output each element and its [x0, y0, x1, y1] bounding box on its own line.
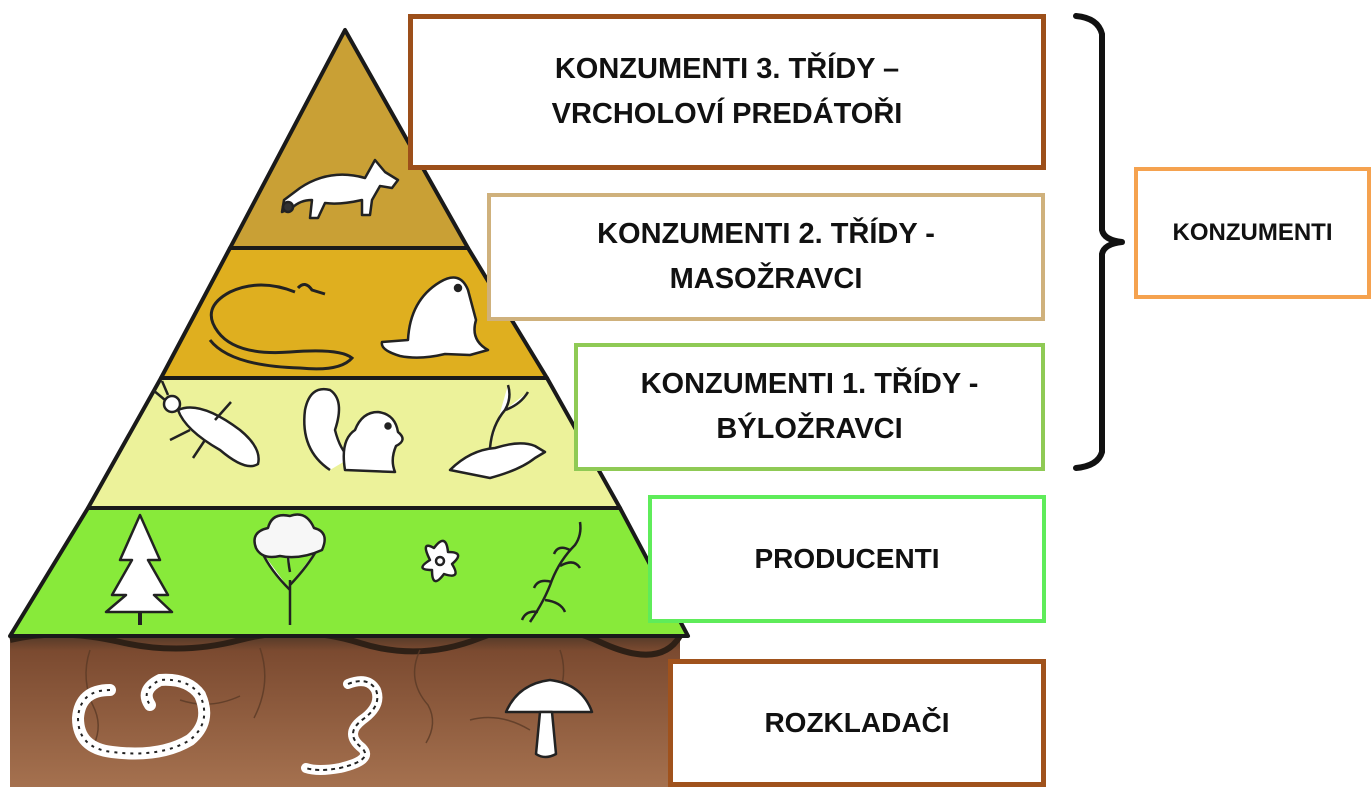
- label-consumers-group: KONZUMENTI: [1134, 167, 1371, 299]
- label-tertiary-line2: VRCHOLOVÍ PREDÁTOŘI: [551, 98, 903, 130]
- earthworm-icon: [301, 676, 383, 775]
- label-producers: PRODUCENTI: [648, 495, 1046, 623]
- pyramid-level-producers: [8, 506, 690, 638]
- label-primary-line1: KONZUMENTI 1. TŘÍDY -: [640, 368, 979, 401]
- label-tertiary-line1: KONZUMENTI 3. TŘÍDY –: [554, 53, 900, 86]
- fox-icon: [280, 158, 400, 220]
- label-secondary-consumers: KONZUMENTI 2. TŘÍDY - MASOŽRAVCI: [487, 193, 1045, 321]
- label-secondary-line1: KONZUMENTI 2. TŘÍDY -: [597, 218, 935, 251]
- bird-icon: [448, 384, 547, 480]
- frog-icon: [380, 276, 490, 359]
- snake-icon: [208, 283, 355, 371]
- label-producers-text: PRODUCENTI: [754, 543, 940, 575]
- consumer-group-brace: [1073, 13, 1125, 471]
- label-tertiary-consumers: KONZUMENTI 3. TŘÍDY – VRCHOLOVÍ PREDÁTOŘ…: [408, 14, 1046, 170]
- mushroom-icon: [504, 678, 594, 759]
- label-decomposers: ROZKLADAČI: [668, 659, 1046, 787]
- herb-icon: [520, 521, 582, 623]
- millipede-icon: [71, 673, 211, 760]
- label-secondary-line2: MASOŽRAVCI: [669, 263, 863, 295]
- flower-icon: [421, 539, 460, 583]
- label-decomposers-text: ROZKLADAČI: [764, 707, 950, 739]
- label-consumers-group-text: KONZUMENTI: [1172, 219, 1333, 247]
- spruce-tree-icon: [104, 513, 174, 625]
- squirrel-icon: [303, 387, 404, 474]
- label-primary-line2: BÝLOŽRAVCI: [716, 413, 903, 445]
- beetle-icon: [152, 380, 260, 468]
- label-primary-consumers: KONZUMENTI 1. TŘÍDY - BÝLOŽRAVCI: [574, 343, 1045, 471]
- deciduous-tree-icon: [253, 513, 326, 625]
